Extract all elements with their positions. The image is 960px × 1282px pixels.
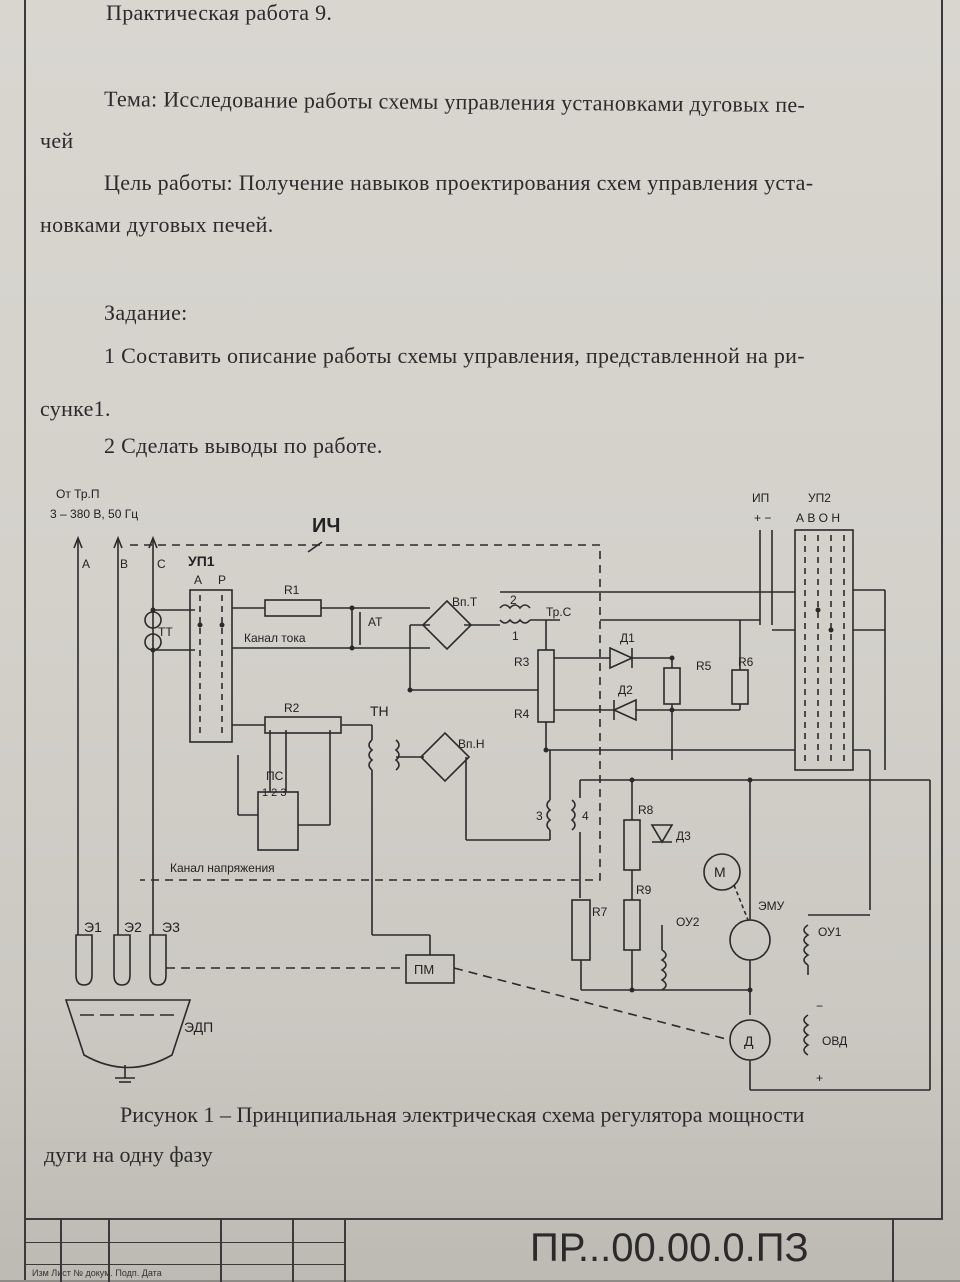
label-d1: Д1 xyxy=(620,631,635,645)
circuit-diagram: От Тр.П 3 – 380 В, 50 Гц А В С ИЧ УП1 А … xyxy=(50,487,931,1091)
label-ovd: ОВД xyxy=(822,1034,847,1048)
frame-border-right xyxy=(941,0,943,1220)
label-ovd-plus: + xyxy=(816,1071,823,1085)
label-r6: R6 xyxy=(738,655,754,669)
label-up2-positions: А В О Н xyxy=(796,511,840,525)
figure-caption-line-2: дуги на одну фазу xyxy=(44,1142,213,1167)
label-r5: R5 xyxy=(696,659,712,673)
label-r9: R9 xyxy=(636,883,652,897)
label-r2: R2 xyxy=(284,701,300,715)
label-d3: Д3 xyxy=(676,829,691,843)
label-trs-2: 2 xyxy=(510,593,517,607)
label-r1: R1 xyxy=(284,583,300,597)
label-tt: ТТ xyxy=(158,625,173,639)
label-d2: Д2 xyxy=(618,683,633,697)
label-ou2: ОУ2 xyxy=(676,915,700,929)
document-code: ПР...00.00.0.ПЗ xyxy=(530,1226,809,1270)
document-title: Практическая работа 9. xyxy=(106,0,333,25)
label-phase-a: А xyxy=(82,557,90,571)
label-emu: ЭМУ xyxy=(758,899,785,913)
task-1-line-2: сунке1. xyxy=(40,396,111,421)
figure-caption-line-1: Рисунок 1 – Принципиальная электрическая… xyxy=(120,1102,805,1127)
label-r7: R7 xyxy=(592,905,608,919)
label-ip-polarity: + − xyxy=(754,511,771,525)
label-pm: ПМ xyxy=(414,962,434,977)
label-ps-positions: 1 2 3 xyxy=(262,787,286,799)
label-source-voltage: 3 – 380 В, 50 Гц xyxy=(50,507,138,521)
label-phase-b: В xyxy=(120,557,128,571)
label-current-channel: Канал тока xyxy=(244,631,306,645)
label-up1-p: Р xyxy=(218,573,226,587)
label-r4: R4 xyxy=(514,707,530,721)
label-winding-3: 3 xyxy=(536,809,543,823)
label-ich: ИЧ xyxy=(312,515,340,537)
label-vpt: Вп.Т xyxy=(452,595,478,609)
label-ip: ИП xyxy=(752,491,769,505)
topic-line-2: чей xyxy=(40,128,74,153)
label-voltage-channel: Канал напряжения xyxy=(170,861,275,875)
label-r8: R8 xyxy=(638,803,654,817)
goal-line-2: новками дуговых печей. xyxy=(40,212,274,237)
task-heading: Задание: xyxy=(104,300,188,325)
frame-border-left xyxy=(24,0,26,1280)
label-up1: УП1 xyxy=(188,553,215,569)
topic-line-1: Тема: Исследование работы схемы управлен… xyxy=(103,86,806,118)
title-block-cell-labels: Изм Лист № докум. Подп. Дата xyxy=(32,1268,162,1278)
label-edp: ЭДП xyxy=(184,1019,213,1035)
task-2: 2 Сделать выводы по работе. xyxy=(104,433,383,458)
label-e2: Э2 xyxy=(124,919,142,935)
label-tn: ТН xyxy=(370,703,389,719)
label-ps: ПС xyxy=(266,769,284,783)
goal-line-1: Цель работы: Получение навыков проектиро… xyxy=(104,170,814,195)
task-1-line-1: 1 Составить описание работы схемы управл… xyxy=(104,343,805,368)
label-source: От Тр.П xyxy=(56,487,99,501)
label-winding-4: 4 xyxy=(582,809,589,823)
label-vpn: Вп.Н xyxy=(458,737,485,751)
label-d-motor: Д xyxy=(744,1033,754,1049)
label-up1-a: А xyxy=(194,573,202,587)
label-up2: УП2 xyxy=(808,491,831,505)
label-e3: Э3 xyxy=(162,919,180,935)
label-e1: Э1 xyxy=(84,919,102,935)
label-trs: Тр.С xyxy=(546,605,572,619)
title-block xyxy=(24,1218,942,1282)
label-at: АТ xyxy=(368,615,383,629)
label-phase-c: С xyxy=(157,557,166,571)
label-ou1: ОУ1 xyxy=(818,925,842,939)
label-ovd-minus: − xyxy=(816,999,823,1013)
label-r3: R3 xyxy=(514,655,530,669)
label-trs-1: 1 xyxy=(512,629,519,643)
label-m: М xyxy=(714,864,726,880)
